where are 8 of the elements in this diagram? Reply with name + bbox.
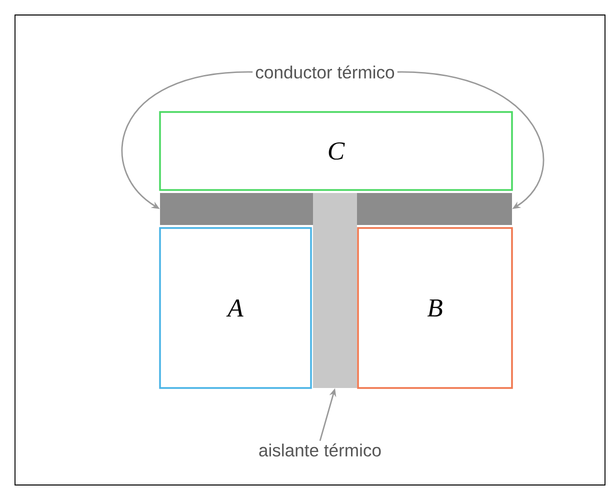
arrow: [121, 71, 253, 209]
arrow: [397, 71, 544, 209]
label-text: conductor térmico: [256, 65, 394, 79]
insulator-bar: [313, 193, 357, 388]
block-box: B: [357, 227, 513, 389]
block-box: A: [159, 227, 312, 389]
block-box: C: [159, 111, 513, 191]
label-text: aislante térmico: [259, 443, 381, 457]
